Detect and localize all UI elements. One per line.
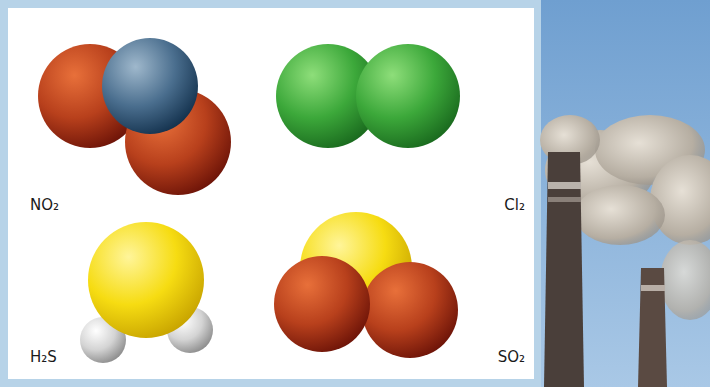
- so2-molecule: [274, 212, 458, 358]
- white-panel: [8, 8, 534, 379]
- formula-label: SO₂: [498, 348, 525, 366]
- formula-label: Cl₂: [504, 196, 525, 214]
- formula-label: H₂S: [30, 348, 57, 366]
- formula-label: NO₂: [30, 196, 59, 214]
- h2s-molecule: [80, 222, 213, 363]
- smokestack-photo: [540, 0, 710, 387]
- no2-molecule: [38, 38, 231, 195]
- cl2-molecule: [276, 44, 460, 148]
